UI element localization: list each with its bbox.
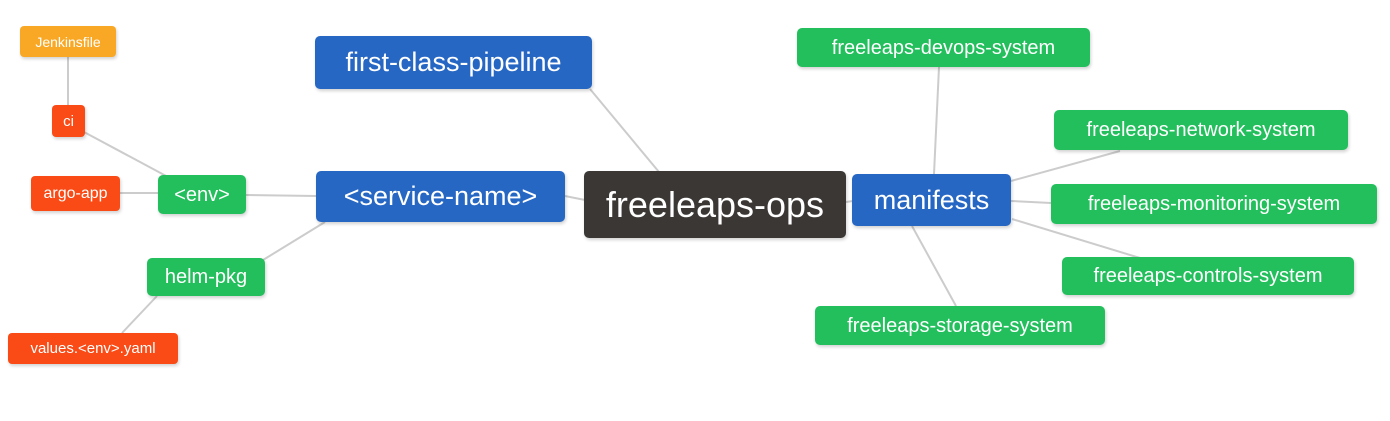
edge-env-servicename <box>245 194 317 197</box>
node-argo-app[interactable]: argo-app <box>31 176 120 211</box>
node-values-env-yaml[interactable]: values.<env>.yaml <box>8 333 178 364</box>
node-jenkinsfile[interactable]: Jenkinsfile <box>20 26 116 57</box>
edge-devops-manifests <box>933 66 940 175</box>
node-freeleaps-controls-system[interactable]: freeleaps-controls-system <box>1062 257 1354 295</box>
edge-pipeline-ops <box>589 88 660 173</box>
edge-ci-env <box>83 131 169 178</box>
edge-manifests-controls <box>1011 218 1141 259</box>
node-first-class-pipeline[interactable]: first-class-pipeline <box>315 36 592 89</box>
edge-values-helmpkg <box>121 295 158 334</box>
node-freeleaps-storage-system[interactable]: freeleaps-storage-system <box>815 306 1105 345</box>
node-freeleaps-ops-root[interactable]: freeleaps-ops <box>584 171 846 238</box>
edge-helmpkg-servicename <box>262 221 326 261</box>
node-env[interactable]: <env> <box>158 175 246 214</box>
edge-ops-manifests <box>845 200 854 203</box>
edge-manifests-network <box>1010 150 1121 182</box>
node-service-name[interactable]: <service-name> <box>316 171 565 222</box>
node-helm-pkg[interactable]: helm-pkg <box>147 258 265 296</box>
edge-manifests-storage <box>911 225 957 307</box>
edge-servicename-ops <box>564 195 586 201</box>
node-freeleaps-monitoring-system[interactable]: freeleaps-monitoring-system <box>1051 184 1377 224</box>
node-freeleaps-devops-system[interactable]: freeleaps-devops-system <box>797 28 1090 67</box>
node-freeleaps-network-system[interactable]: freeleaps-network-system <box>1054 110 1348 150</box>
node-manifests[interactable]: manifests <box>852 174 1011 226</box>
node-ci[interactable]: ci <box>52 105 85 137</box>
edge-manifests-monitoring <box>1010 200 1052 204</box>
